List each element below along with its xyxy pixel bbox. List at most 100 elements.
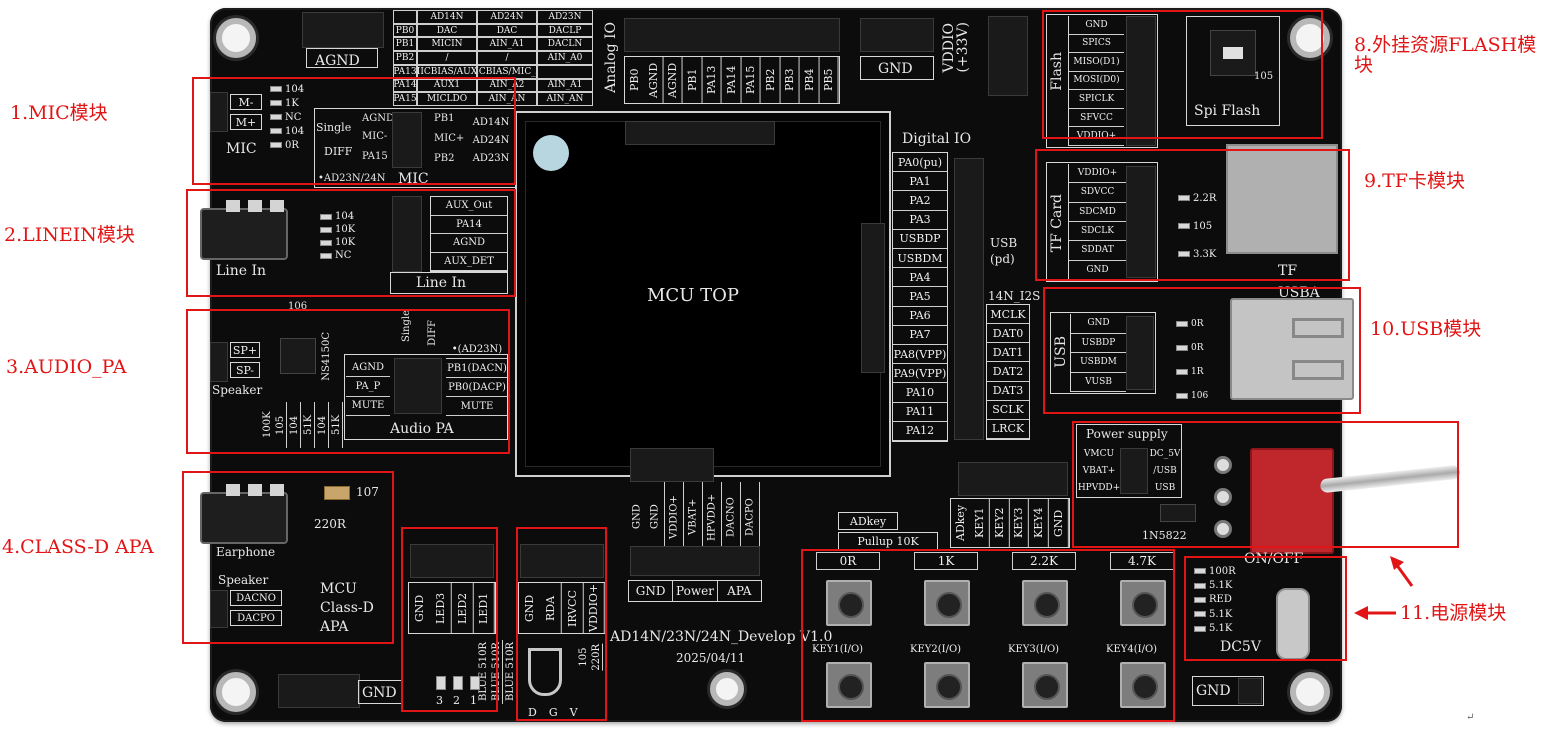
pin-table-cell-1-1: DAC	[417, 23, 477, 38]
key-button-bottom-3[interactable]	[1120, 662, 1166, 708]
digital-pin-2: PA2	[893, 191, 947, 211]
key-button-bottom-1[interactable]	[924, 662, 970, 708]
pin-table-cell-1-0: PB0	[393, 23, 417, 38]
pin-table-cell-2-0: PB1	[393, 37, 417, 52]
flash-pin-5: SFVCC	[1069, 109, 1124, 128]
earphone-jack	[200, 492, 288, 544]
tf-pin-4: SDDAT	[1069, 241, 1126, 261]
flash-pin-3: MOSI(D0)	[1069, 72, 1124, 91]
annot-box-mic	[192, 77, 516, 185]
power-switch[interactable]	[1250, 448, 1334, 554]
digital-pin-3: PA3	[893, 211, 947, 230]
power-select-header	[1120, 448, 1148, 494]
mic-pad-header	[210, 92, 228, 132]
linein-resistor-pad-0	[320, 213, 332, 220]
mcu-right-header	[861, 223, 885, 373]
power-pin-0: GND	[631, 504, 643, 530]
flash-pin-4: SPICLK	[1069, 90, 1124, 109]
annot-label-tf: 9.TF卡模块	[1364, 170, 1465, 192]
pin-table-cell-5-0: PA14	[393, 78, 417, 93]
mic-pad-m-plus: M+	[230, 114, 262, 130]
digital-pin-0: PA0(pu)	[893, 153, 947, 173]
ir-leg-0: D	[528, 706, 537, 719]
tf-pin-2: SDCMD	[1069, 203, 1126, 222]
digital-io-label: Digital IO	[902, 131, 972, 147]
mic-resistor-pad-3	[270, 128, 282, 134]
usb-resistor-0: 0R	[1176, 312, 1204, 336]
dc5v-type-c	[1276, 588, 1310, 660]
usb-pin-3: VUSB	[1071, 373, 1126, 392]
analog-pin-5: PA14	[721, 57, 742, 103]
linein-header	[392, 196, 422, 272]
power-pin-5: DACNO	[722, 482, 741, 552]
linein-resistor-text-3: NC	[335, 250, 352, 261]
annot-box-class-d	[182, 471, 394, 644]
flash-pin-2: MISO(D1)	[1069, 53, 1124, 72]
tf-resistor-0: 2.2R	[1178, 184, 1216, 212]
digital-pin-13: PA11	[893, 403, 947, 422]
key-label-2: KEY3(I/O)	[1008, 644, 1060, 655]
ir-header	[520, 544, 604, 578]
audio-pa-outline	[344, 354, 508, 440]
mcu-top-label: MCU TOP	[647, 285, 739, 306]
gnd-bottom-right-label: GND	[1196, 683, 1231, 699]
usb-pin-0: GND	[1071, 314, 1126, 334]
led-2	[453, 676, 463, 690]
key-label-3: KEY4(I/O)	[1106, 644, 1158, 655]
linein-resistor-text-1: 10K	[335, 224, 356, 235]
power-resistor-4: 5.1K	[1194, 622, 1232, 636]
mic-resistor-text-2: NC	[285, 111, 302, 123]
flash-chip-num: 105	[1254, 71, 1274, 82]
key-button-bottom-2[interactable]	[1022, 662, 1068, 708]
power-pin-3: VBAT+	[684, 482, 703, 552]
class-d-res-label: 220R	[314, 517, 346, 531]
power-lower-header	[630, 546, 760, 576]
key-button-top-0[interactable]	[826, 580, 872, 626]
class-d-capacitor	[324, 486, 350, 500]
key-button-bottom-0[interactable]	[826, 662, 872, 708]
key-button-top-2[interactable]	[1022, 580, 1068, 626]
linein-title-outline	[390, 272, 508, 294]
pin-table-cell-3-0: PB2	[393, 51, 417, 65]
pin-table-cell-4-3	[537, 64, 593, 79]
annot-label-linein: 2.LINEIN模块	[4, 224, 135, 246]
usb-a-port	[1230, 298, 1354, 400]
pin-table-cell-6-0: PA15	[393, 92, 417, 106]
digital-pin-12: PA10	[893, 383, 947, 403]
key-label-0: KEY1(I/O)	[812, 644, 864, 655]
pin-table-cell-1-3: DACLP	[537, 23, 593, 38]
annot-label-flash: 8.外挂资源FLASH模块	[1354, 34, 1537, 76]
annot-box-led	[401, 527, 498, 712]
mic-resistor-4: 0R	[270, 138, 299, 152]
audio-pa-chip-top: 106	[288, 301, 308, 312]
pin-table-cell-1-2: DAC	[477, 23, 537, 38]
mic-diff: DIFF	[324, 145, 353, 158]
mic-label: MIC	[226, 141, 257, 157]
usb-resistor-pad-0	[1176, 321, 1188, 327]
mic-footer-title: MIC	[398, 171, 429, 187]
key-button-top-3[interactable]	[1120, 580, 1166, 626]
mic-pa15: PA15	[362, 151, 388, 162]
board-version: AD14N/23N/24N_Develop V1.0	[610, 629, 833, 645]
pin-table-cell-6-1: MICLDO	[417, 92, 477, 106]
tf-resistor-text-1: 105	[1193, 220, 1213, 232]
power-right-0: DC_5V	[1149, 449, 1181, 460]
pin-table-cell-5-2: AIN_A2	[477, 78, 537, 93]
pin-table-cell-2-3: DACLN	[537, 37, 593, 52]
key-button-top-1[interactable]	[924, 580, 970, 626]
ir-leg-2: V	[569, 706, 578, 719]
digital-pin-9: PA7	[893, 326, 947, 345]
pin-table-cell-2-2: AIN_A1	[477, 37, 537, 52]
power-diode-label: 1N5822	[1142, 529, 1187, 542]
key-resistor-label-2: 2.2K	[1012, 552, 1076, 570]
linein-jack-label: Line In	[216, 263, 267, 279]
ir-receiver	[528, 648, 562, 696]
annot-label-power: 11.电源模块	[1400, 602, 1507, 624]
adkey-pin-4: KEY4	[1029, 499, 1050, 547]
analog-pin-1: AGND	[643, 57, 664, 103]
